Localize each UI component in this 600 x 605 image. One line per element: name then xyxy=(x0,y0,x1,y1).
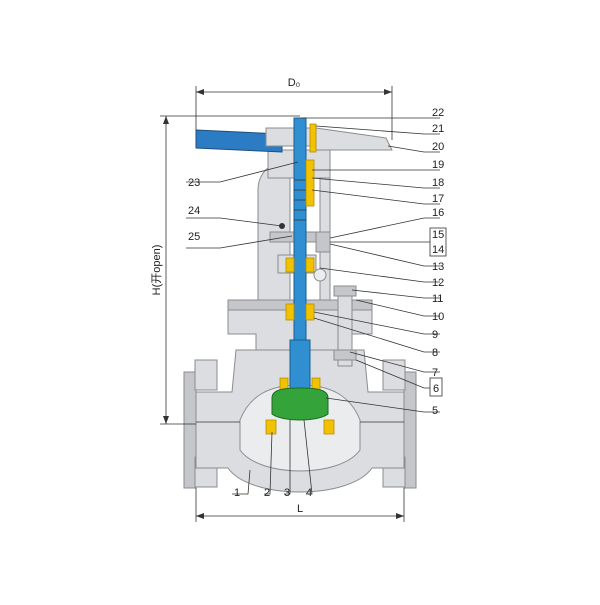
handwheel-hub xyxy=(265,127,317,147)
part-labels: 22 21 20 19 18 17 16 15 14 13 12 11 10 9… xyxy=(188,107,444,499)
lever-handle xyxy=(315,127,393,151)
right-flange xyxy=(403,371,417,489)
seat-ring-left xyxy=(265,419,277,435)
part-label: 13 xyxy=(432,261,444,273)
part-label: 4 xyxy=(306,487,312,499)
disc xyxy=(271,387,329,421)
part-label: 15 xyxy=(432,229,444,241)
yoke-left xyxy=(257,159,291,301)
packing-ring-left xyxy=(285,303,295,321)
seat-ring-right xyxy=(323,419,335,435)
dimension-lines xyxy=(160,86,405,522)
right-flange-bolt-top xyxy=(382,359,406,391)
part-label: 10 xyxy=(432,311,444,323)
part-label: 7 xyxy=(432,367,438,379)
gland-nut xyxy=(315,231,331,253)
packing-ring-right xyxy=(305,303,315,321)
stem-assembly xyxy=(265,117,335,435)
part-label: 24 xyxy=(188,205,200,217)
part-label: 3 xyxy=(284,487,290,499)
gland-eye-bolt xyxy=(313,268,327,282)
dim-label-height: H(开open) xyxy=(151,245,163,296)
dim-label-d0: D₀ xyxy=(288,77,301,89)
part-label: 20 xyxy=(432,141,444,153)
leader-lines xyxy=(186,117,440,495)
part-label: 19 xyxy=(432,159,444,171)
hub-bearing xyxy=(309,123,317,153)
dim-label-length: L xyxy=(297,503,303,515)
part-box-14-15 xyxy=(429,227,447,257)
packing-left xyxy=(285,257,295,273)
stem-nut xyxy=(305,159,315,207)
part-label: 23 xyxy=(188,177,200,189)
left-flange xyxy=(183,371,197,489)
stem xyxy=(293,117,307,359)
part-label: 17 xyxy=(432,193,444,205)
packing-right xyxy=(305,257,315,273)
part-label: 2 xyxy=(264,487,270,499)
part-label: 6 xyxy=(433,383,439,395)
handwheel-icon xyxy=(195,129,283,153)
part-label: 11 xyxy=(432,293,443,305)
part-label: 5 xyxy=(432,405,438,417)
part-label: 16 xyxy=(432,207,444,219)
body-bolt-nut-bottom xyxy=(333,349,357,361)
part-label: 9 xyxy=(432,329,438,341)
part-label: 8 xyxy=(432,347,438,359)
part-label: 22 xyxy=(432,107,444,119)
part-label: 14 xyxy=(432,244,444,256)
part-label: 12 xyxy=(432,277,444,289)
left-flange-bolt-top xyxy=(194,359,218,391)
body-bolt-nut-top xyxy=(333,285,357,297)
part-box-6 xyxy=(429,377,443,397)
part-label: 25 xyxy=(188,231,200,243)
part-label: 1 xyxy=(234,487,240,499)
part-label: 21 xyxy=(432,123,444,135)
part-label: 18 xyxy=(432,177,444,189)
body-cavity xyxy=(239,384,361,472)
